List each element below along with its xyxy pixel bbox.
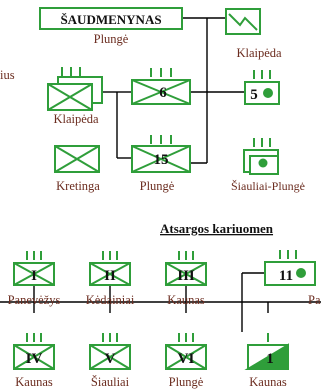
res-III-number: III <box>177 268 195 284</box>
unit-icon <box>89 333 131 370</box>
res-1-label: Kaunas <box>249 375 287 389</box>
hq-name: ŠAUDMENYNAS <box>60 12 161 27</box>
unit-icon <box>131 135 191 173</box>
reserve-units-row1: I Panevėžys II Kėdainiai III Kaunas 11 P… <box>8 250 321 307</box>
res-II-label: Kėdainiai <box>86 293 135 307</box>
unit-icon <box>13 333 55 370</box>
klaipeda-infantry-label: Klaipėda <box>53 112 99 126</box>
klaipeda-signal-label: Klaipėda <box>236 46 282 60</box>
hq-location: Plungė <box>94 32 129 46</box>
unit-icon <box>131 68 191 105</box>
res-11-label: Pa <box>308 293 321 307</box>
kretinga-label: Kretinga <box>56 179 100 193</box>
res-II-number: II <box>104 268 116 284</box>
res-IV-label: Kaunas <box>15 375 53 389</box>
siauliai-plunge-label: Šiauliai-Plungė <box>231 179 305 193</box>
hq-box: ŠAUDMENYNAS Plungė <box>39 7 183 46</box>
unit-icon <box>13 251 55 286</box>
unit-5-number: 5 <box>250 87 258 103</box>
reserve-section-title: Atsargos kariuomen <box>160 221 274 236</box>
artillery-unit-icon <box>244 70 280 105</box>
res-I-number: I <box>31 268 37 284</box>
res-III-label: Kaunas <box>167 293 205 307</box>
res-V-label: Šiauliai <box>91 375 130 389</box>
artillery-unit-icon <box>264 250 316 286</box>
armored-unit-icon <box>244 333 289 370</box>
res-IV-number: IV <box>26 351 43 367</box>
res-11-number: 11 <box>279 268 293 284</box>
unit-icon <box>165 333 207 370</box>
unit-icon <box>165 251 207 286</box>
res-I-label: Panevėžys <box>8 293 61 307</box>
res-V-number: V <box>105 351 116 367</box>
connector-lines <box>0 17 321 332</box>
reserve-units-row2: IV Kaunas V Šiauliai VI Plungė 1 Kaunas <box>13 333 289 389</box>
unit-15-label: Plungė <box>140 179 175 193</box>
infantry-unit-icon <box>47 67 103 111</box>
unit-15-number: 15 <box>154 152 169 168</box>
res-1-number: 1 <box>266 351 274 367</box>
artillery-unit-icon <box>243 138 279 175</box>
left-fragment-label: ius <box>0 68 15 82</box>
unit-6-number: 6 <box>159 85 167 101</box>
res-VI-label: Plungė <box>169 375 204 389</box>
unit-icon <box>89 251 131 286</box>
res-VI-number: VI <box>178 351 195 367</box>
infantry-unit-icon <box>54 145 100 173</box>
signal-unit-icon <box>225 8 261 35</box>
